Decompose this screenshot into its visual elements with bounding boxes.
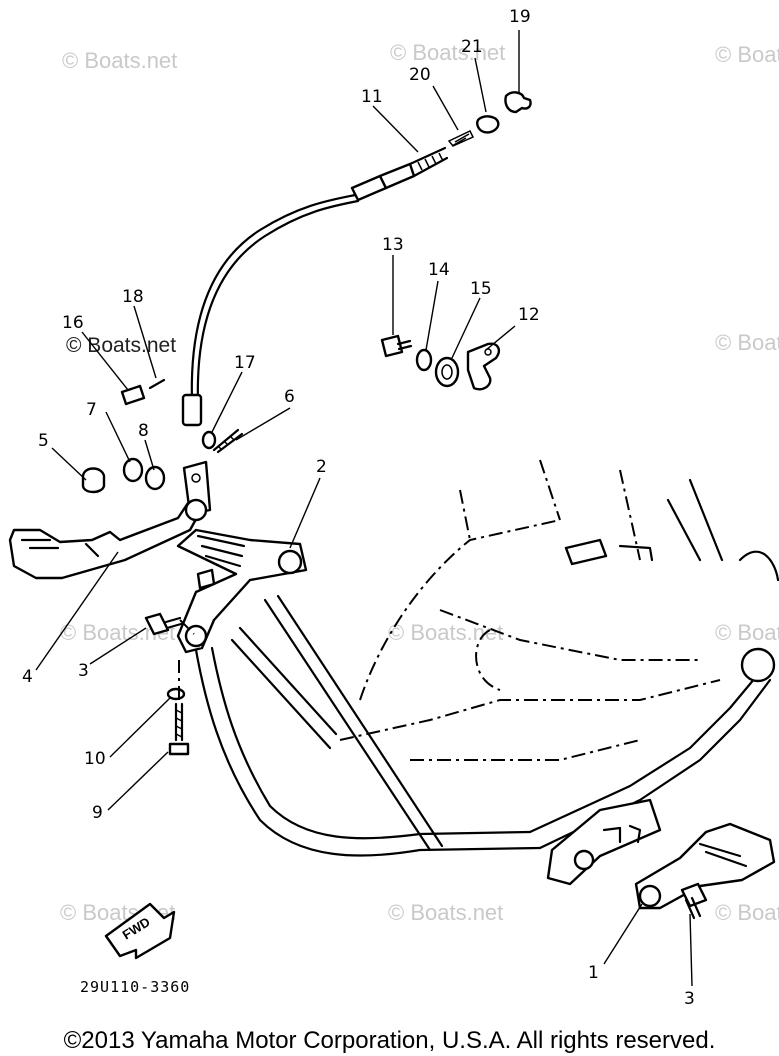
callout-15: 15 <box>470 279 492 299</box>
watermarks: © Boats.net © Boats.net © Boats.net © Bo… <box>60 40 779 925</box>
frame <box>194 459 779 857</box>
cable-end-parts <box>447 91 532 147</box>
callout-21: 21 <box>461 37 483 57</box>
callout-labels: 19 21 20 11 13 14 15 12 18 16 17 6 7 8 5… <box>22 7 695 1009</box>
callout-14: 14 <box>428 260 450 280</box>
callout-16: 16 <box>62 313 84 333</box>
callout-8: 8 <box>138 421 149 441</box>
callout-7: 7 <box>86 400 97 420</box>
leader-lines <box>35 30 693 987</box>
callout-13: 13 <box>382 235 404 255</box>
bracket-parts <box>380 334 500 391</box>
rear-bracket <box>546 798 776 920</box>
brake-cable <box>181 146 449 427</box>
callout-19: 19 <box>509 7 531 27</box>
callout-12: 12 <box>518 305 540 325</box>
callout-5: 5 <box>38 431 49 451</box>
diagram-code: 29U110-3360 <box>80 978 190 996</box>
callout-17: 17 <box>234 353 256 373</box>
callout-9: 9 <box>92 803 103 823</box>
copyright-notice: ©2013 Yamaha Motor Corporation, U.S.A. A… <box>63 1027 716 1054</box>
watermark: © Boats.net <box>388 620 503 645</box>
callout-3: 3 <box>78 661 89 681</box>
brake-pedal <box>8 460 212 580</box>
bolts <box>144 612 195 756</box>
footrest-bracket <box>176 528 308 654</box>
callout-6: 6 <box>284 387 295 407</box>
callout-1: 1 <box>588 963 599 983</box>
watermark-dark: © Boats.net <box>66 334 176 357</box>
watermark: © Boats.net <box>390 40 505 65</box>
watermark: © Boats.net <box>715 330 779 355</box>
watermark: © Boats.net <box>715 900 779 925</box>
callout-18: 18 <box>122 287 144 307</box>
watermark: © Boats.net <box>715 620 779 645</box>
watermark: © Boats.net <box>715 42 779 67</box>
callout-20: 20 <box>409 65 431 85</box>
callout-11: 11 <box>361 87 383 107</box>
callout-10: 10 <box>84 749 106 769</box>
pedal-small-parts <box>81 378 244 494</box>
callout-4: 4 <box>22 667 33 687</box>
callout-3b: 3 <box>684 989 695 1009</box>
callout-2: 2 <box>316 457 327 477</box>
watermark: © Boats.net <box>388 900 503 925</box>
watermark: © Boats.net <box>62 48 177 73</box>
